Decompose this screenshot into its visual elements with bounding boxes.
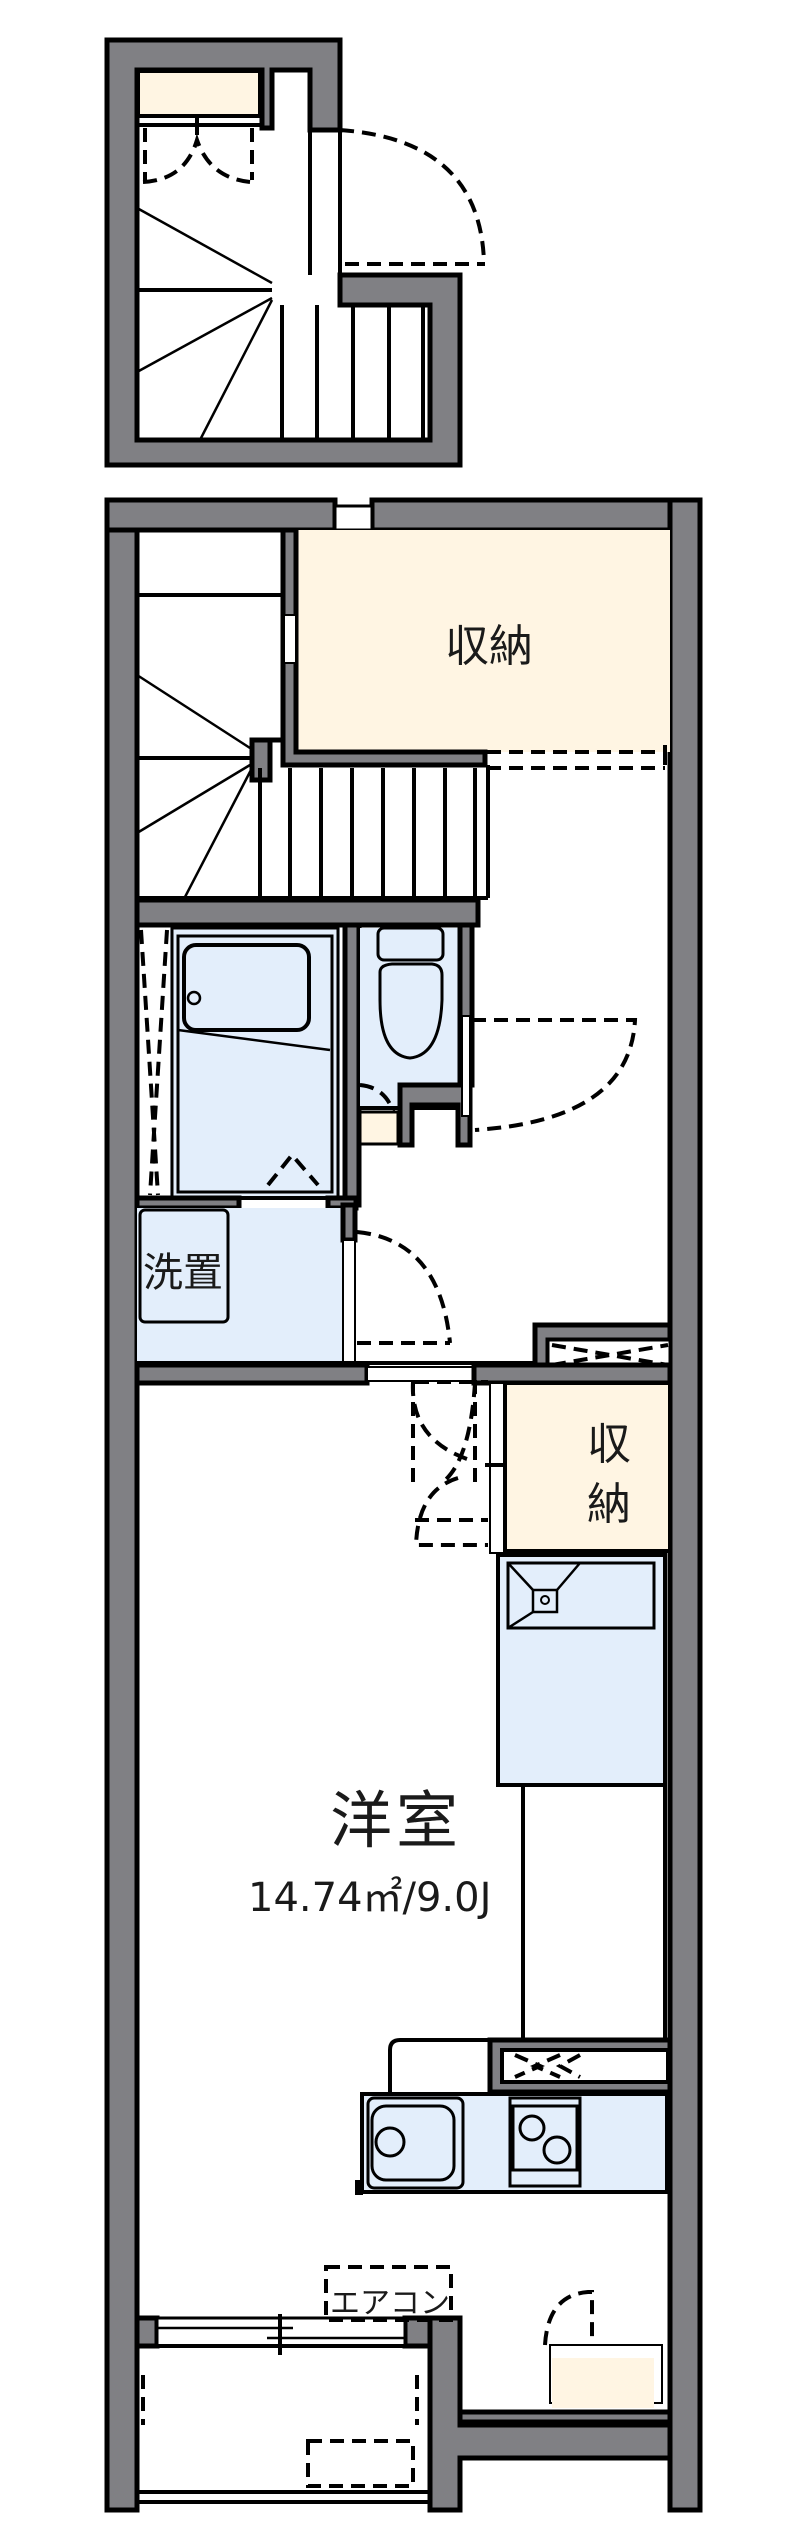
- washroom-label: 洗置: [143, 1250, 223, 1296]
- fridge-space: [496, 1553, 667, 2040]
- western-room-label: 洋室: [330, 1784, 463, 1857]
- storage-right: [410, 1380, 672, 1554]
- upper-block: [104, 37, 486, 468]
- room-partition: [134, 1362, 673, 1386]
- air-conditioner-label: エアコン: [330, 2286, 450, 2321]
- stairs-and-storage: [134, 527, 670, 928]
- storage-top-label: 収納: [445, 621, 533, 672]
- bathroom: [137, 922, 362, 1208]
- storage-right-label: 収納: [587, 1419, 631, 1530]
- western-room-area: 14.74㎡/9.0J: [248, 1875, 492, 1921]
- balcony: [134, 2265, 663, 2504]
- toilet: [358, 922, 638, 1148]
- kitchen: [355, 2037, 673, 2195]
